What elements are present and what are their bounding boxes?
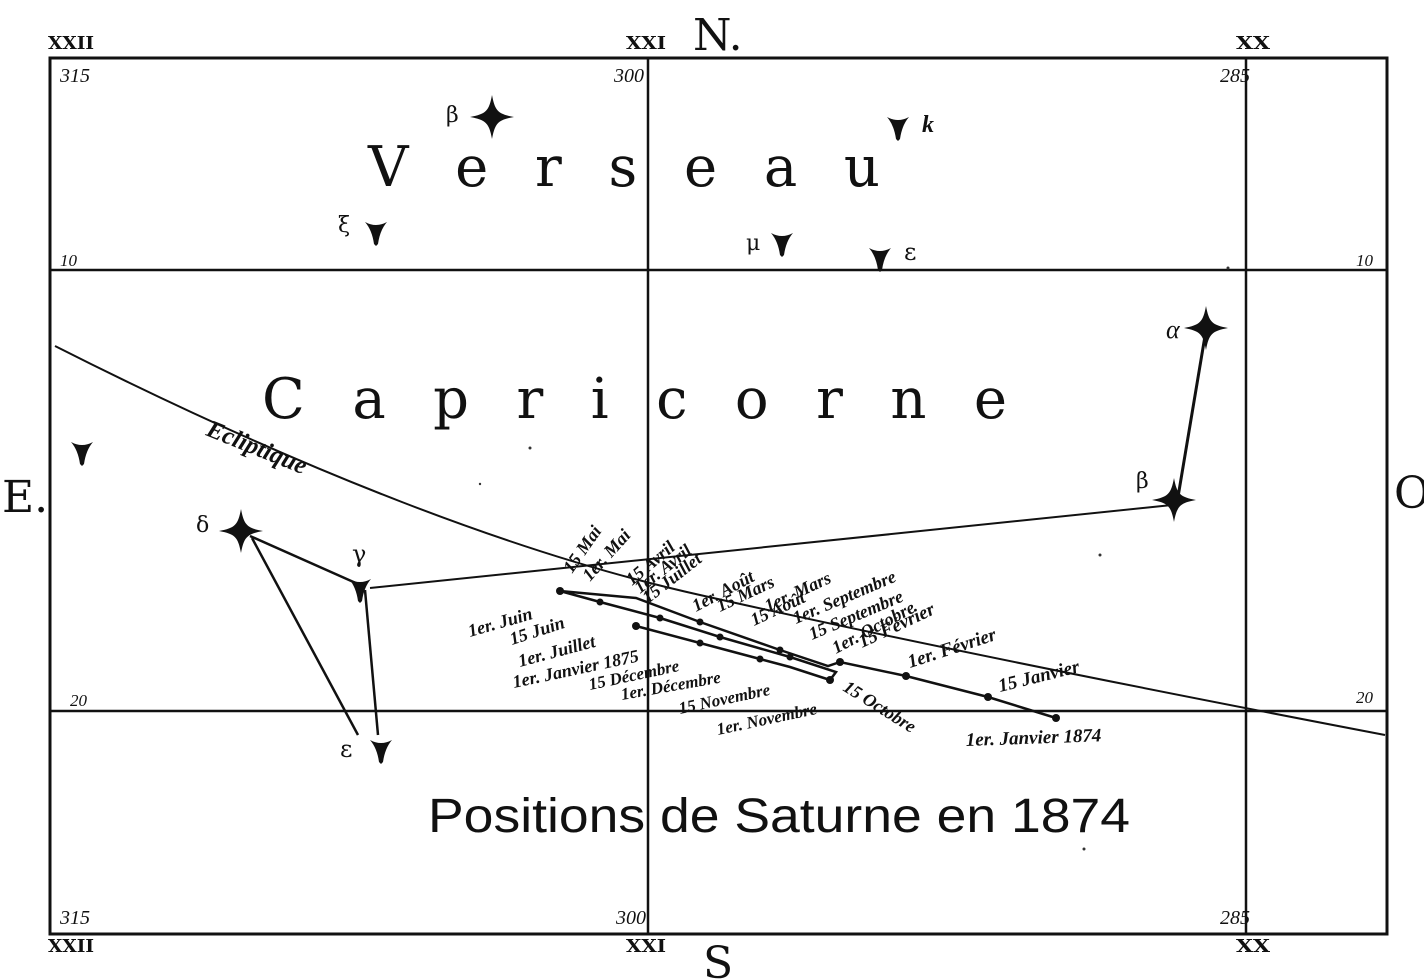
saturn-dot [596,598,604,606]
saturn-date-labels: 1er. Janvier 1874 15 Janvier 1er. Févrie… [466,522,1102,751]
star-capricorne-delta-label: δ [196,513,209,538]
hour-label-top-middle: XXI [626,33,666,54]
saturn-dot [756,655,764,663]
saturn-dot [984,693,992,701]
star-capricorne-gamma: γ [349,540,371,603]
saturn-dot [1052,714,1060,722]
hour-label-bottom-left: XXII [48,936,94,957]
faint-dots [478,266,1230,851]
star-unnamed-east [71,442,93,466]
star-capricorne-epsilon-label: ε [340,735,352,763]
star-capricorne-epsilon: ε [340,735,392,764]
minute-label-top-left: 315 [59,65,90,87]
star-verseau-beta-label: β [446,103,459,128]
star-capricorne-beta: β [1136,469,1196,522]
minute-label-top-middle: 300 [613,65,644,87]
declination-label-10-left: 10 [60,251,78,270]
constellation-name-verseau: V e r s e a u [367,135,880,200]
star-capricorne-alpha-label: α [1166,315,1181,344]
saturn-date-label: 1er. Janvier 1874 [965,725,1101,751]
saturn-track-outer [559,589,1057,720]
declination-label-10-right: 10 [1356,251,1374,270]
saturn-dot [902,672,910,680]
star-capricorne-alpha: α [1166,306,1228,350]
saturn-date-label: 1er. Février [905,624,999,673]
saturn-dot [716,633,724,641]
star-verseau-epsilon: ε [869,238,916,272]
minute-label-bottom-right: 285 [1220,907,1250,929]
saturn-path [556,587,1060,722]
saturn-dot [632,622,640,630]
star-capricorne-gamma-label: γ [352,540,366,568]
minute-label-bottom-middle: 300 [615,907,646,929]
hour-label-top-right: XX [1236,33,1270,54]
declination-label-20-right: 20 [1356,688,1374,707]
saturn-dot [696,639,704,647]
saturn-dot [826,676,834,684]
saturn-dot [696,618,704,626]
saturn-dot [556,587,564,595]
star-verseau-mu: μ [746,231,793,257]
capricorne-figure-lines [249,329,1208,736]
star-verseau-beta: β [446,95,514,139]
star-verseau-mu-label: μ [746,231,760,256]
star-verseau-k: k [887,112,934,141]
constellation-name-capricorne: C a p r i c o r n e [262,367,1007,432]
north-label: N. [693,10,743,61]
west-label: O [1394,468,1424,519]
chart-grid [48,56,1389,936]
star-verseau-xi: ξ [338,213,387,246]
ecliptic-line [54,345,1386,736]
saturn-dot [786,653,794,661]
hour-label-bottom-middle: XXI [626,936,666,957]
minute-label-top-right: 285 [1220,65,1250,87]
declination-label-20-left: 20 [70,691,88,710]
star-verseau-k-label: k [922,112,934,138]
star-verseau-xi-label: ξ [338,213,350,238]
saturn-dot [836,658,844,666]
saturn-dot [776,646,784,654]
star-capricorne-beta-label: β [1136,469,1149,494]
saturn-track-inner [559,589,839,682]
hour-label-bottom-right: XX [1236,936,1270,957]
chart-frame [48,56,1389,936]
minute-label-bottom-left: 315 [59,907,90,929]
east-label: E. [2,472,48,523]
star-verseau-epsilon-label: ε [904,238,916,266]
south-label: S [703,938,733,980]
star-capricorne-delta: δ [196,509,263,553]
saturn-date-label: 15 Janvier [996,656,1082,697]
saturn-dots [556,587,1060,722]
chart-title: Positions de Saturne en 1874 [428,790,1130,843]
hour-label-top-left: XXII [48,33,94,54]
saturn-dot [656,614,664,622]
saturn-date-label: 15 Octobre [840,676,920,736]
